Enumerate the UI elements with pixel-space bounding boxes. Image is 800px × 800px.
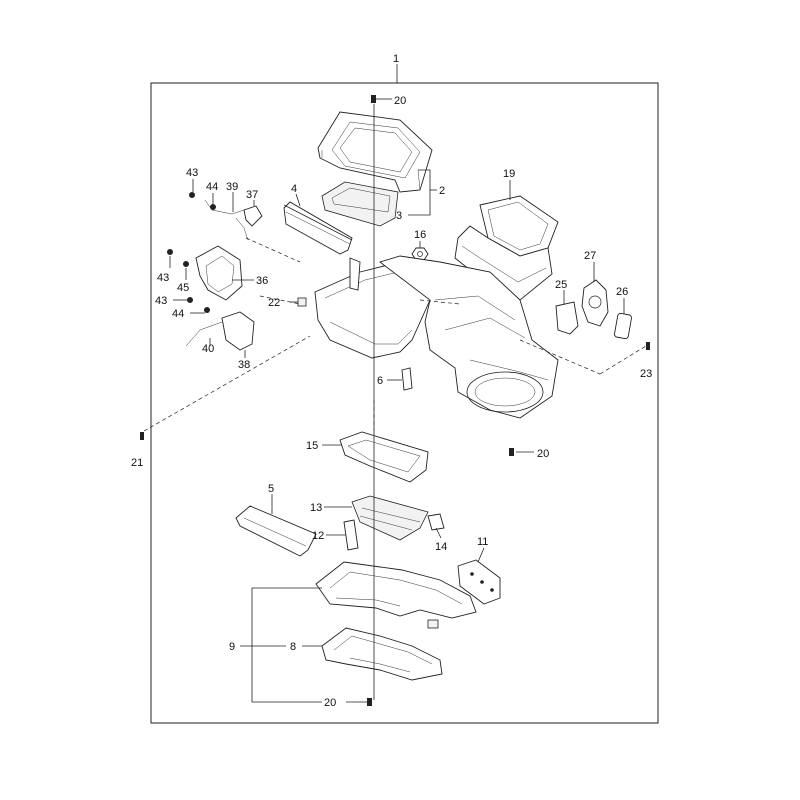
part-actuator-27 [581,279,609,327]
part-clip-14 [427,513,445,531]
part-actuator-38 [185,311,255,351]
callout-14: 14 [435,541,447,553]
callout-36: 36 [256,275,268,287]
callout-43-c: 43 [155,295,167,307]
callout-1: 1 [393,53,399,65]
callout-20-bottom: 20 [324,697,336,709]
part-actuator-37 [243,205,263,227]
callout-15: 15 [306,440,318,452]
callout-27: 27 [584,250,596,262]
callout-3: 3 [396,210,402,222]
callout-37: 37 [246,189,258,201]
callout-26: 26 [616,286,628,298]
part-filter [321,181,399,227]
leader-lines [143,98,647,703]
callout-38: 38 [238,359,250,371]
part-air-door [283,201,353,255]
callout-23: 23 [640,368,652,380]
callout-9: 9 [229,641,235,653]
callout-2: 2 [439,185,445,197]
part-actuator-arm-39 [204,199,251,241]
callout-40: 40 [202,343,214,355]
callout-20-top: 20 [394,95,406,107]
callout-45: 45 [177,282,189,294]
callout-39: 39 [226,181,238,193]
callout-25: 25 [555,279,567,291]
part-actuator-36 [195,245,243,301]
callout-4: 4 [291,183,297,195]
part-evaporator-tray [339,431,429,483]
part-bracket-11 [457,559,501,605]
callout-19: 19 [503,168,515,180]
part-intake-housing [454,195,559,301]
callout-12: 12 [312,530,324,542]
callout-11: 11 [477,536,488,548]
part-heater-core [351,495,429,541]
assembly-frame [150,82,659,724]
part-blower-case [314,255,559,419]
part-clip-6 [401,367,413,391]
callout-8: 8 [290,641,296,653]
callout-44-a: 44 [206,181,218,193]
part-bracket-25 [555,301,579,335]
callout-20-mid: 20 [537,448,549,460]
part-clip-22 [297,297,307,307]
part-pipe-12 [343,519,359,551]
callout-13: 13 [310,502,322,514]
part-door-5 [235,505,317,557]
callout-6: 6 [377,375,383,387]
part-bottom-case [321,627,443,681]
callout-22: 22 [268,297,280,309]
screw-icon [140,95,650,706]
callout-44-b: 44 [172,308,184,320]
callout-43-b: 43 [157,272,169,284]
part-upper-case [317,111,433,193]
callout-16: 16 [414,229,426,241]
callout-5: 5 [268,483,274,495]
callout-43-a: 43 [186,167,198,179]
part-lower-case [315,561,477,619]
callout-21: 21 [131,457,143,469]
part-cover-26 [614,312,632,340]
part-clip-lower [427,619,439,629]
